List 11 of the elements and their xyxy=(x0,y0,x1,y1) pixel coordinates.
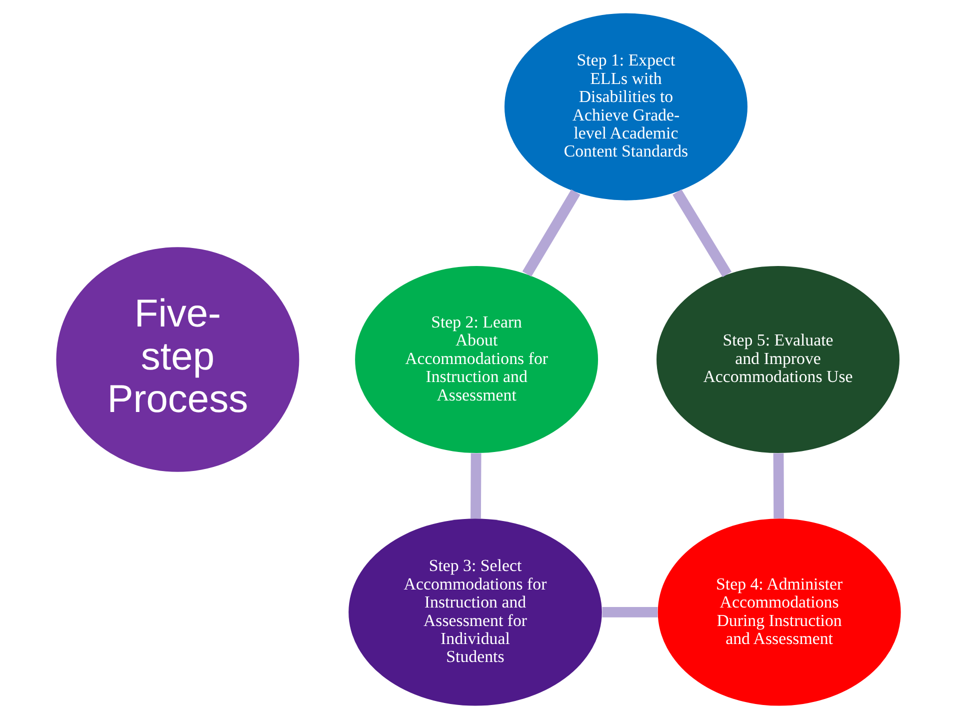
node-ellipse: Step 5: Evaluate and Improve Accommodations Use xyxy=(656,266,899,454)
node-ellipse: Step 1: Expect ELLs with Disabilities to Achieve Grade-level Academic Content Standards xyxy=(504,13,747,200)
node-ellipse: Step 4: Administer Accommodations During Instruction and Assessment xyxy=(657,518,900,706)
node-ellipse: Step 3: Select Accommodations for Instruction and Assessment for Individual Students xyxy=(348,518,602,706)
connector xyxy=(672,189,732,278)
node-ellipse: Step 2: Learn About Accommodations for Instruction and Assessment xyxy=(354,266,598,454)
connector xyxy=(522,189,580,277)
node-circle: Five-step Process xyxy=(56,247,299,472)
connector xyxy=(772,453,784,518)
connector xyxy=(602,607,658,618)
connector xyxy=(470,453,481,518)
